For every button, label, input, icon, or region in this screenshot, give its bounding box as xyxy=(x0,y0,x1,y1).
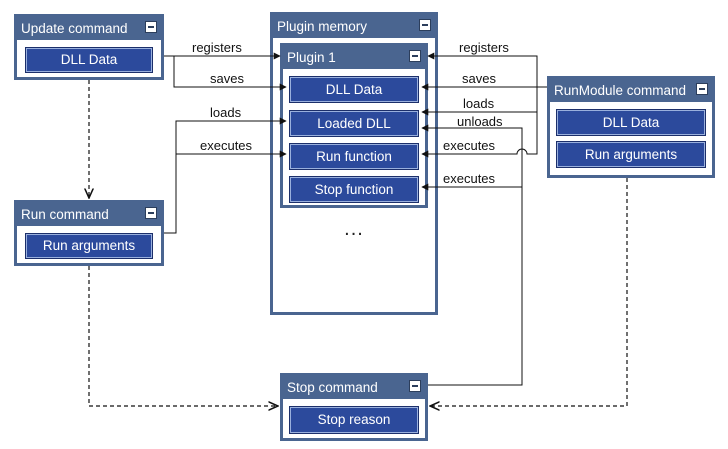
left-executes-label: executes xyxy=(200,138,253,153)
right-registers-link xyxy=(427,52,538,87)
plugin-1-title: Plugin 1 xyxy=(283,46,425,69)
run-function-field: Run function xyxy=(289,143,419,170)
right-saves-label: saves xyxy=(462,71,496,86)
right-executes-stop-label: executes xyxy=(443,171,496,186)
run-to-stop-dashed-link xyxy=(88,266,278,406)
update-command-node[interactable]: Update command DLL Data xyxy=(14,14,164,80)
right-executes-run-link xyxy=(421,87,538,158)
right-executes-run-label: executes xyxy=(443,138,496,153)
plugin-memory-title: Plugin memory xyxy=(273,15,435,38)
left-registers-label: registers xyxy=(192,40,242,55)
loaded-dll-field: Loaded DLL xyxy=(289,110,419,137)
right-loads-label: loads xyxy=(463,96,495,111)
collapse-icon[interactable] xyxy=(696,83,708,95)
runmodule-command-node[interactable]: RunModule command DLL Data Run arguments xyxy=(547,76,715,178)
left-loads-label: loads xyxy=(210,105,242,120)
right-unloads-label: unloads xyxy=(457,114,503,129)
plugin-1-node[interactable]: Plugin 1 DLL Data Loaded DLL Run functio… xyxy=(280,43,428,208)
update-command-title: Update command xyxy=(17,17,161,40)
runmodule-command-title: RunModule command xyxy=(550,79,712,102)
right-registers-label: registers xyxy=(459,40,509,55)
stop-command-title: Stop command xyxy=(283,376,425,399)
runmodule-dll-data-field: DLL Data xyxy=(556,109,706,136)
run-command-node[interactable]: Run command Run arguments xyxy=(14,200,164,266)
runmodule-run-arguments-field: Run arguments xyxy=(556,141,706,168)
plugin-dll-data-field: DLL Data xyxy=(289,76,419,103)
collapse-icon[interactable] xyxy=(409,50,421,62)
collapse-icon[interactable] xyxy=(145,21,157,33)
update-dll-data-field: DLL Data xyxy=(25,47,153,73)
more-plugins-ellipsis: ... xyxy=(344,218,364,240)
collapse-icon[interactable] xyxy=(419,19,431,31)
collapse-icon[interactable] xyxy=(409,380,421,392)
stop-reason-field: Stop reason xyxy=(289,406,419,434)
left-loads-link xyxy=(164,117,287,234)
left-saves-label: saves xyxy=(210,71,244,86)
stop-command-node[interactable]: Stop command Stop reason xyxy=(280,373,428,441)
run-command-title: Run command xyxy=(17,203,161,226)
stop-function-field: Stop function xyxy=(289,176,419,203)
runmodule-to-stop-dashed-link xyxy=(430,178,628,406)
collapse-icon[interactable] xyxy=(145,207,157,219)
run-arguments-field: Run arguments xyxy=(25,233,153,259)
right-unloads-link xyxy=(421,124,523,386)
left-saves-link xyxy=(173,56,287,91)
